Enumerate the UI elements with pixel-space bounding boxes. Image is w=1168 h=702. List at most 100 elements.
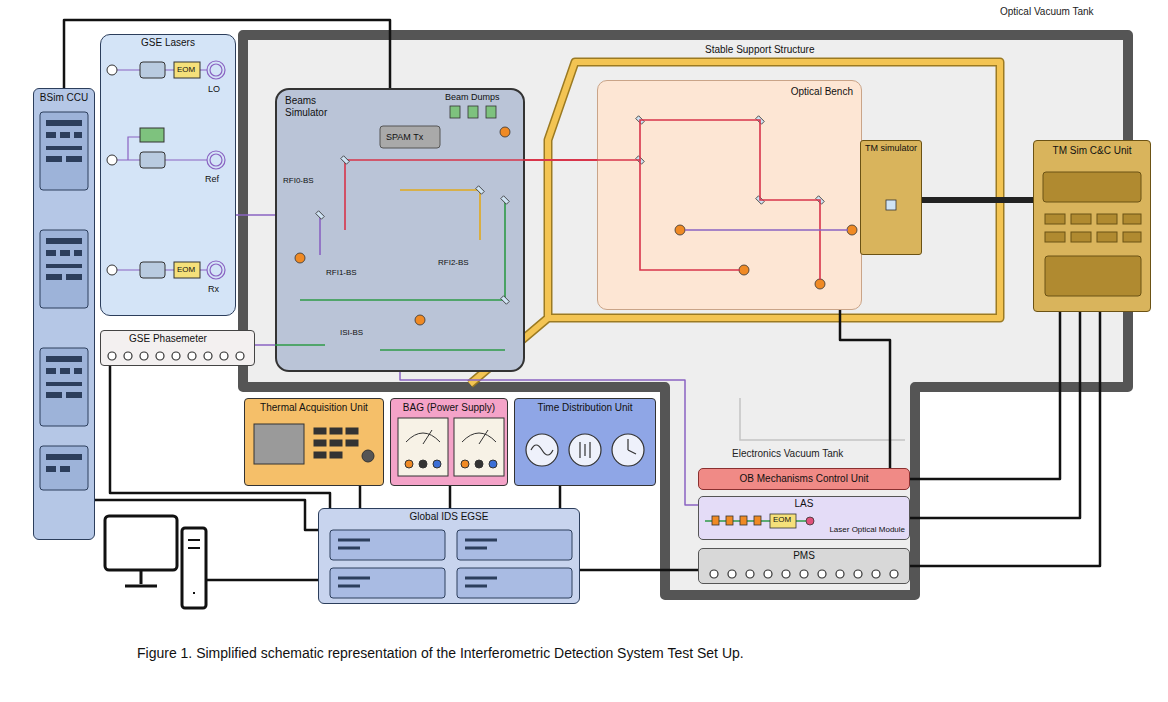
label-holder: Figure 1. Simplified schematic represent… — [137, 645, 744, 661]
box-heading: Optical Bench — [598, 86, 853, 98]
control-buttons — [1097, 232, 1117, 242]
mirrors — [476, 186, 484, 194]
computer-icon — [105, 516, 206, 608]
pms-sockets — [782, 570, 790, 578]
box-heading: Thermal Acquisition Unit — [245, 402, 383, 414]
egse-panels — [457, 530, 572, 560]
laser-components — [210, 154, 222, 166]
computer-icon — [182, 528, 206, 608]
bench-beams — [685, 229, 848, 231]
box-heading: BAG (Power Supply) — [391, 402, 507, 414]
fiber-connector — [255, 344, 275, 346]
telescope-block — [380, 126, 440, 148]
power-meter-icon — [454, 418, 504, 476]
rack-buttons — [46, 392, 62, 398]
label-holder: EOM — [177, 65, 195, 74]
box-heading: TM Sim C&C Unit — [1034, 145, 1150, 157]
cable-connector — [910, 312, 1060, 479]
label-holder: ISI-BS — [340, 328, 363, 337]
tank-inner-step — [740, 398, 905, 440]
box-heading: BSim CCU — [34, 92, 94, 104]
beam-dumps — [486, 106, 496, 118]
rack-buttons — [46, 356, 82, 362]
phasemeter-sockets — [220, 352, 228, 360]
photodiodes — [415, 315, 425, 325]
laser-module-parts — [740, 516, 747, 525]
phasemeter-sockets — [108, 352, 116, 360]
thermal-unit-icon — [330, 440, 342, 446]
vacuum-tank: Electronics Vacuum TankOB Mechanisms Con… — [660, 392, 920, 597]
phasemeter-box: GSE Phasemeter — [100, 330, 255, 366]
support-structure — [470, 62, 1000, 384]
figure-caption: Figure 1. Simplified schematic represent… — [137, 645, 744, 661]
cable-connector — [110, 366, 330, 508]
laser-heads — [140, 128, 164, 142]
label-holder: Ref — [205, 174, 219, 184]
label-holder: RFI1-BS — [326, 268, 357, 277]
beam-paths — [345, 160, 525, 230]
rack-buttons — [46, 238, 82, 244]
control-buttons — [1045, 232, 1065, 242]
thermal-unit-icon — [330, 428, 342, 434]
label-holder: LO — [208, 84, 220, 94]
control-buttons — [1071, 214, 1091, 224]
part-label: RFI1-BS — [326, 268, 357, 277]
box-subtitle: Laser Optical Module — [699, 525, 905, 534]
laser-components — [117, 70, 207, 270]
test-mass-simulator: TM simulator — [860, 140, 922, 255]
rack-buttons — [46, 120, 82, 472]
thermal-unit-icon — [330, 452, 342, 458]
laser-components — [117, 61, 225, 279]
rack-buttons — [46, 250, 56, 256]
beam-paths — [400, 190, 480, 240]
rack-buttons — [74, 250, 82, 256]
box-heading: TM simulator — [861, 143, 921, 153]
laser-components — [210, 264, 222, 276]
control-buttons — [1123, 214, 1141, 224]
rack-buttons — [60, 132, 70, 138]
rack-buttons — [60, 368, 70, 374]
part-label: EOM — [177, 65, 195, 74]
laser-module-parts — [726, 516, 733, 525]
beam-paths — [319, 215, 321, 255]
photodiodes — [295, 253, 305, 263]
part-label: RFI2-BS — [438, 258, 469, 267]
phasemeter-sockets — [236, 352, 244, 360]
egse-panels — [457, 568, 572, 598]
pms-sockets — [728, 570, 736, 578]
pms-sockets — [800, 570, 808, 578]
egse-panels — [330, 530, 445, 560]
power-meter-icon — [489, 460, 497, 468]
beam-dumps — [450, 106, 496, 118]
phasemeter-sockets — [156, 352, 164, 360]
box-heading: PMS — [699, 550, 909, 562]
pms-sockets — [872, 570, 880, 578]
control-buttons — [1043, 172, 1141, 202]
rack-panels — [40, 230, 88, 308]
control-buttons — [1071, 232, 1091, 242]
computer-icon — [105, 516, 177, 570]
laser-components — [207, 151, 225, 169]
laser-heads — [174, 262, 200, 278]
control-buttons — [1097, 214, 1117, 224]
phasemeter-sockets — [172, 352, 180, 360]
laser-heads — [107, 265, 117, 275]
rack-buttons — [46, 454, 82, 460]
egse-panels — [330, 568, 445, 598]
laser-heads — [174, 62, 200, 78]
beam-paths — [275, 345, 505, 350]
thermal-unit-icon — [314, 452, 326, 458]
fiber-connector — [236, 214, 275, 216]
fiber-connector — [400, 372, 698, 505]
clock-icons — [628, 439, 636, 454]
optical-bench-box: Optical Bench — [597, 80, 862, 310]
box-heading: Global IDS EGSE — [319, 511, 579, 523]
rack-buttons — [66, 156, 82, 162]
label-holder: Rx — [208, 284, 219, 294]
label-holder: Beam Dumps — [445, 92, 500, 102]
vacuum-tank: Optical Vacuum TankBeams SimulatorOptica… — [238, 30, 1133, 392]
rack-buttons — [66, 392, 82, 398]
box-heading: LAS — [699, 498, 909, 510]
control-buttons — [1043, 172, 1141, 296]
